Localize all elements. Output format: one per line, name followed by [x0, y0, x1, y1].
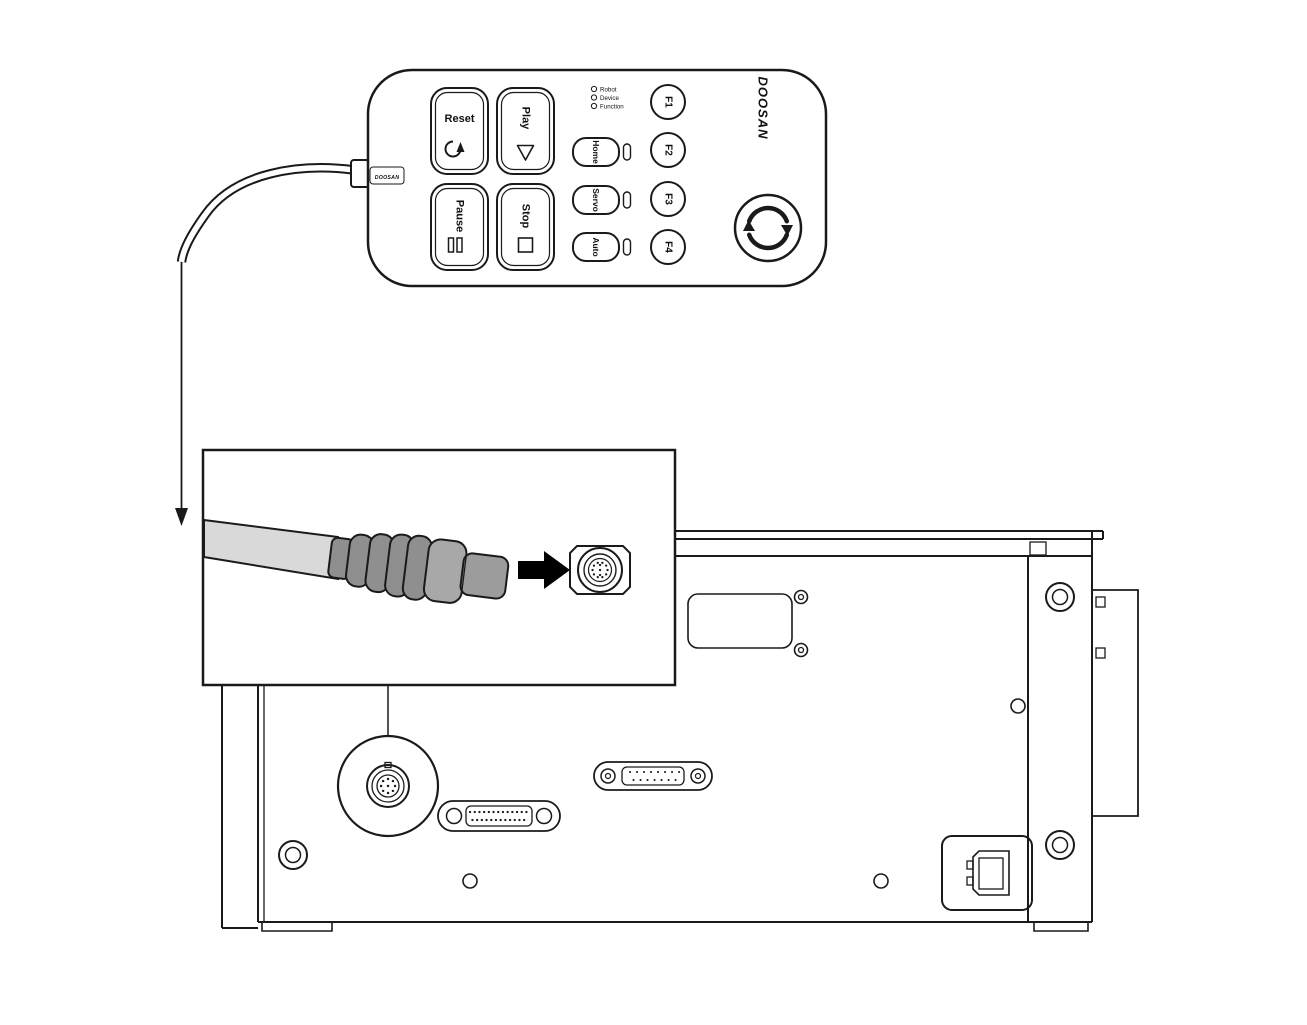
right-foot [1033, 922, 1089, 932]
servo-led-slot [622, 191, 632, 209]
small-screw [793, 642, 809, 658]
connector-screw [535, 807, 553, 825]
home-label: Home [591, 140, 601, 164]
home-button: Home [572, 137, 632, 167]
dsub-connector-25pin [437, 800, 561, 832]
pendant-connector-label-plate: DOOSAN [369, 166, 405, 185]
pin-dots [629, 771, 681, 781]
controller-side-flange [1092, 589, 1139, 817]
f1-label: F1 [663, 96, 674, 108]
vent-hole [462, 873, 478, 889]
controller-top-panel [668, 530, 1104, 557]
function-key-f1: F1 [650, 84, 686, 120]
function-key-f3: F3 [650, 181, 686, 217]
play-label: Play [520, 107, 532, 131]
led-robot: Robot [590, 85, 617, 94]
stop-label: Stop [520, 204, 532, 229]
screw-hole [278, 840, 308, 870]
stop-icon [517, 237, 534, 253]
insert-arrow-icon [518, 551, 570, 589]
status-led-panel: Robot Device Function [590, 85, 624, 111]
power-inlet [972, 850, 1010, 896]
vent-hole [1010, 698, 1026, 714]
reset-button: Reset [430, 87, 489, 175]
reset-icon [444, 140, 465, 158]
auto-button: Auto [572, 232, 632, 262]
led-function-label: Function [600, 104, 624, 111]
pendant-receptacle [569, 545, 631, 595]
pin-dots [591, 561, 609, 579]
f3-label: F3 [663, 193, 674, 205]
servo-button: Servo [572, 185, 632, 215]
connector-tip [459, 552, 510, 600]
pendant-port-callout [336, 686, 440, 838]
power-inlet-module [941, 835, 1033, 911]
led-device-label: Device [600, 95, 619, 102]
connection-inset [201, 448, 677, 687]
led-function: Function [590, 102, 624, 111]
panel-clip [1029, 541, 1047, 556]
left-foot [261, 922, 333, 932]
connector-collar [422, 538, 468, 604]
pause-button: Pause [430, 183, 489, 271]
reset-label: Reset [445, 113, 475, 125]
led-robot-label: Robot [600, 87, 617, 94]
down-arrowhead-icon [175, 508, 188, 526]
pendant-port-connector [366, 764, 410, 808]
vent-hole [873, 873, 889, 889]
pin-dots [379, 777, 397, 795]
pendant: DOOSAN Reset Play Pause [350, 68, 828, 288]
play-icon [516, 144, 535, 161]
f4-label: F4 [663, 241, 674, 253]
led-device: Device [590, 94, 619, 102]
doosan-logo: DOOSAN [756, 76, 771, 139]
function-key-f2: F2 [650, 132, 686, 168]
dsub-connector-15pin [593, 761, 713, 791]
screw-hole [1045, 830, 1075, 860]
stop-button: Stop [496, 183, 555, 271]
pin-dots [468, 810, 528, 822]
key-notch [384, 761, 392, 769]
small-screw [793, 589, 809, 605]
pendant-cable [175, 163, 355, 526]
pendant-cable-port [350, 159, 370, 188]
f2-label: F2 [663, 144, 674, 156]
connector-screw [600, 768, 616, 784]
pendant-cable-connector [203, 518, 510, 604]
connector-brand-label: DOOSAN [375, 175, 400, 181]
controller-right-bracket [1027, 531, 1093, 932]
rotate-arrow-icon [746, 205, 790, 224]
pause-icon [447, 237, 463, 253]
play-button: Play [496, 87, 555, 175]
servo-label: Servo [591, 188, 601, 212]
pause-label: Pause [454, 200, 466, 232]
controller-unit [221, 530, 1139, 932]
function-key-f4: F4 [650, 229, 686, 265]
connector-screw [690, 768, 706, 784]
connector-screw [445, 807, 463, 825]
label-plate-cutout [687, 593, 793, 649]
screw-hole [1045, 582, 1075, 612]
auto-label: Auto [591, 237, 601, 256]
home-led-slot [622, 143, 632, 161]
auto-led-slot [622, 238, 632, 256]
rotate-arrow-icon [746, 232, 790, 251]
emergency-stop-button [733, 193, 803, 263]
